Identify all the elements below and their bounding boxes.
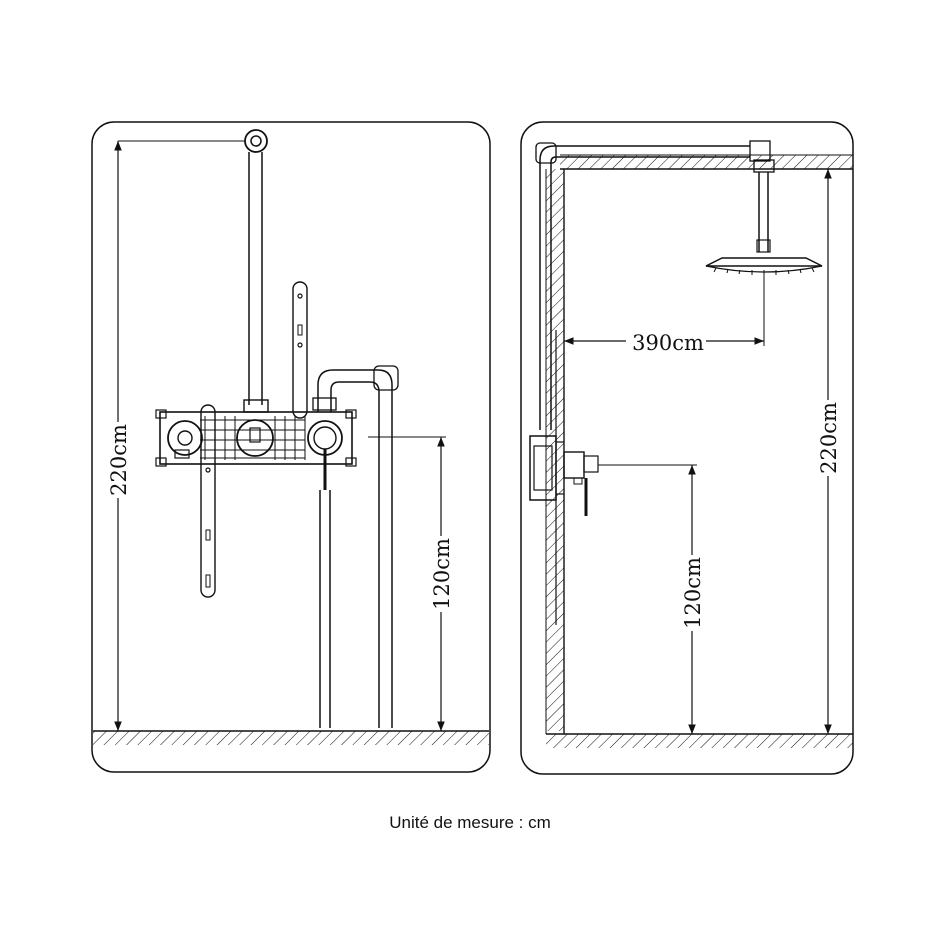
side-dimension-390: 390cm — [564, 275, 765, 355]
front-hand-shower-pipe — [312, 365, 399, 728]
side-concealed-mixer — [529, 435, 599, 516]
front-dimension-120-label: 120cm — [430, 538, 454, 610]
front-lower-mounting-strip — [200, 404, 216, 598]
front-dimension-220: 220cm — [106, 140, 245, 731]
front-view: 220cm 120cm — [91, 121, 491, 773]
front-dimension-220-label: 220cm — [107, 424, 131, 496]
front-upper-mounting-strip — [292, 281, 308, 419]
side-wall-hatch — [546, 169, 564, 731]
side-rain-shower-head — [705, 172, 823, 275]
side-dimension-220-label: 220cm — [817, 402, 841, 474]
side-ceiling-hatch — [560, 155, 853, 169]
side-dimension-120-label: 120cm — [681, 557, 705, 629]
front-dimension-120: 120cm — [368, 436, 454, 731]
side-dimension-390-label: 390cm — [632, 331, 704, 355]
side-floor-hatch — [546, 734, 853, 748]
front-concealed-mixer-body — [155, 409, 357, 490]
measurement-unit-caption: Unité de mesure : cm — [389, 813, 551, 832]
side-dimension-120: 120cm — [598, 464, 705, 734]
side-dimension-220: 220cm — [815, 169, 841, 734]
side-view: 390cm 220cm 120cm — [520, 121, 854, 775]
front-floor-hatch — [93, 731, 489, 745]
front-view-frame — [91, 121, 491, 773]
side-ceiling-pipe — [535, 140, 775, 430]
front-shower-riser — [243, 129, 269, 413]
side-view-frame — [520, 121, 854, 775]
